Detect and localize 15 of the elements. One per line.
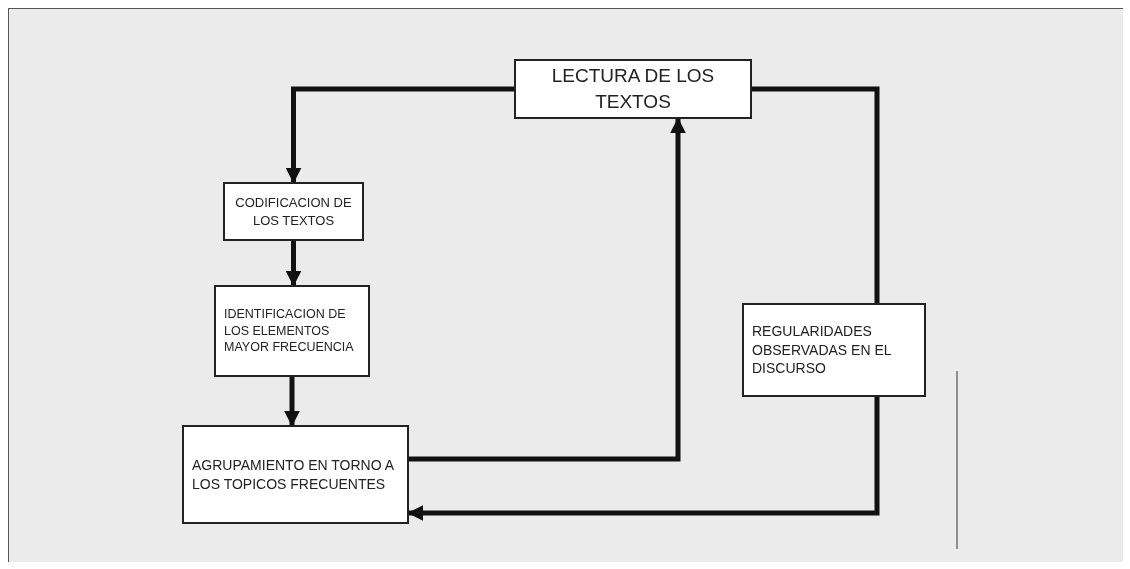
process-box	[742, 303, 926, 397]
arrow	[285, 241, 302, 287]
box-label: REGULARIDADES OBSERVADAS EN EL DISCURSO	[752, 321, 892, 379]
process-box	[514, 59, 752, 119]
arrow	[284, 377, 300, 427]
arrow	[285, 86, 514, 184]
box-label: LECTURA DE LOS TEXTOS	[550, 64, 716, 114]
connector-line	[752, 86, 880, 303]
arrow	[409, 117, 686, 462]
process-box	[223, 182, 364, 241]
box-label: CODIFICACION DE LOS TEXTOS	[234, 193, 353, 230]
box-label: AGRUPAMIENTO EN TORNO A LOS TOPICOS FRECUENTES	[192, 455, 395, 494]
process-box	[214, 285, 370, 377]
box-label: IDENTIFICACION DE LOS ELEMENTOS MAYOR FRECUENCIA	[224, 305, 355, 357]
process-box	[182, 425, 409, 524]
